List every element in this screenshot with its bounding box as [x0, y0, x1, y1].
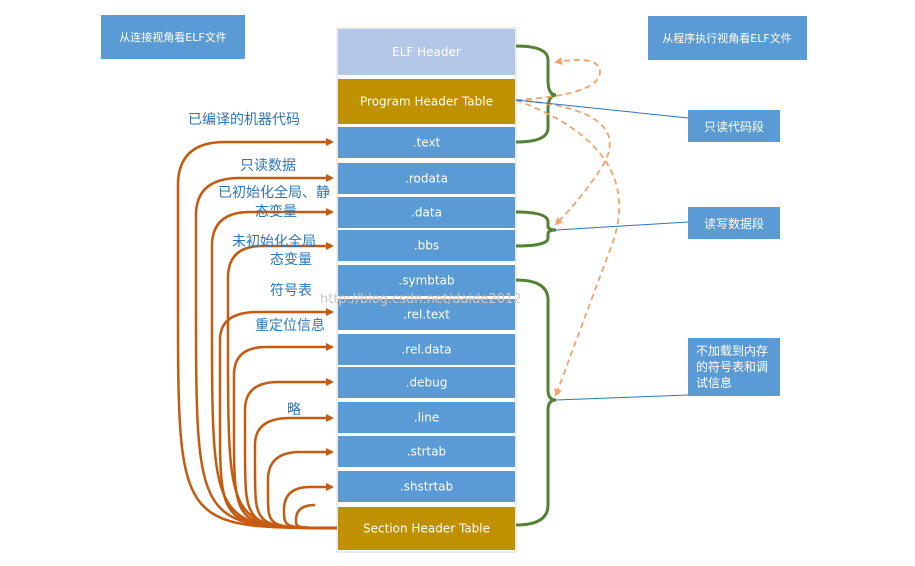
- section-label-program-header-table: Program Header Table: [360, 95, 493, 109]
- section-block-text: .text: [338, 127, 515, 158]
- program-header-arrows: [515, 57, 621, 397]
- section-block-rect-rel-data: [338, 334, 515, 365]
- section-block-rect-bbs: [338, 230, 515, 261]
- section-block-rect-section-header-table: [338, 507, 515, 550]
- section-block-data: .data: [338, 197, 515, 228]
- execution-view-title: 从程序执行视角看ELF文件: [662, 31, 791, 45]
- linking-view-title: 从连接视角看ELF文件: [119, 30, 226, 44]
- label-uninit-global-line1: 未初始化全局: [232, 233, 316, 250]
- section-label-elf-header: ELF Header: [392, 45, 461, 59]
- arrow-to-text: [176, 138, 338, 530]
- section-label-rel-text: .rel.text: [403, 308, 450, 322]
- callout-readonly-segment: 只读代码段: [688, 110, 780, 142]
- section-block-rect-shstrtab: [338, 471, 515, 502]
- arrow-small-loop: [294, 503, 338, 530]
- callout-readonly-text: 只读代码段: [704, 119, 764, 134]
- section-label-section-header-table: Section Header Table: [363, 522, 490, 536]
- callout-connectors: [515, 99, 689, 401]
- section-block-rodata: .rodata: [338, 163, 515, 194]
- dash-arrow-to-header: [515, 57, 601, 101]
- segment-braces: [515, 44, 557, 527]
- callout-not-loaded-line2: 的符号表和调: [696, 359, 768, 374]
- rw-segment-brace: [515, 210, 557, 248]
- label-omitted: 略: [287, 402, 301, 418]
- callout-not-loaded-line3: 试信息: [696, 375, 732, 390]
- label-relocation: 重定位信息: [255, 317, 325, 334]
- section-label-bbs: .bbs: [414, 239, 439, 253]
- section-block-symbtab: .symbtab: [338, 265, 515, 296]
- section-label-shstrtab: .shstrtab: [400, 480, 453, 494]
- connector-rw: [555, 221, 689, 231]
- section-block-rel-data: .rel.data: [338, 334, 515, 365]
- section-block-line: .line: [338, 402, 515, 433]
- section-label-debug: .debug: [406, 376, 448, 390]
- readonly-segment-brace: [515, 44, 557, 144]
- section-block-bbs: .bbs: [338, 230, 515, 261]
- section-block-rect-line: [338, 402, 515, 433]
- arrow-to-shstrtab: [282, 483, 338, 530]
- section-label-rel-data: .rel.data: [401, 343, 451, 357]
- label-uninit-global-line2: 态变量: [270, 252, 312, 268]
- section-label-rodata: .rodata: [405, 172, 448, 186]
- label-compiled-code: 已编译的机器代码: [188, 112, 300, 128]
- execution-view-title-box: 从程序执行视角看ELF文件: [648, 16, 807, 60]
- arrow-to-strtab: [266, 448, 338, 530]
- section-block-rect-debug: [338, 367, 515, 398]
- section-header-arrows: [176, 138, 338, 530]
- section-block-strtab: .strtab: [338, 436, 515, 467]
- section-block-rect-rodata: [338, 163, 515, 194]
- dash-arrow-to-nonload: [515, 99, 621, 397]
- section-block-section-header-table: Section Header Table: [338, 507, 515, 550]
- connector-readonly: [515, 99, 689, 119]
- section-block-rect-symbtab: [338, 265, 515, 296]
- callout-not-loaded-line1: 不加载到内存: [696, 344, 768, 358]
- label-init-global-line2: 态变量: [255, 204, 297, 220]
- section-label-symbtab: .symbtab: [398, 274, 454, 288]
- linking-view-title-box: 从连接视角看ELF文件: [101, 15, 245, 59]
- section-block-rect-program-header-table: [338, 79, 515, 124]
- section-label-strtab: .strtab: [407, 445, 446, 459]
- label-init-global-line1: 已初始化全局、静: [218, 184, 330, 201]
- label-symbol-table: 符号表: [270, 283, 312, 299]
- section-label-text: .text: [413, 136, 441, 150]
- left-labels: 已编译的机器代码 只读数据 已初始化全局、静 态变量 未初始化全局 态变量 符号…: [188, 112, 330, 418]
- section-block-rect-text: [338, 127, 515, 158]
- section-label-data: .data: [411, 206, 442, 220]
- callout-not-loaded: 不加载到内存 的符号表和调 试信息: [688, 338, 780, 396]
- connector-not-loaded: [555, 394, 689, 401]
- section-label-line: .line: [414, 411, 439, 425]
- section-block-rect-rel-text: [338, 299, 515, 330]
- section-block-rect-strtab: [338, 436, 515, 467]
- section-block-debug: .debug: [338, 367, 515, 398]
- dash-arrow-to-data: [515, 99, 611, 226]
- section-block-shstrtab: .shstrtab: [338, 471, 515, 502]
- callout-rw-text: 读写数据段: [704, 216, 764, 231]
- section-block-rect-data: [338, 197, 515, 228]
- label-readonly-data: 只读数据: [240, 157, 296, 174]
- section-block-program-header-table: Program Header Table: [338, 79, 515, 124]
- callout-rw-segment: 读写数据段: [688, 207, 780, 239]
- section-block-rel-text: .rel.text: [338, 299, 515, 330]
- section-block-elf-header: ELF Header: [338, 29, 515, 75]
- watermark: http://blog.csdn.net/daide2012: [320, 292, 521, 307]
- section-block-rect-elf-header: [338, 29, 515, 75]
- not-loaded-brace: [515, 278, 557, 527]
